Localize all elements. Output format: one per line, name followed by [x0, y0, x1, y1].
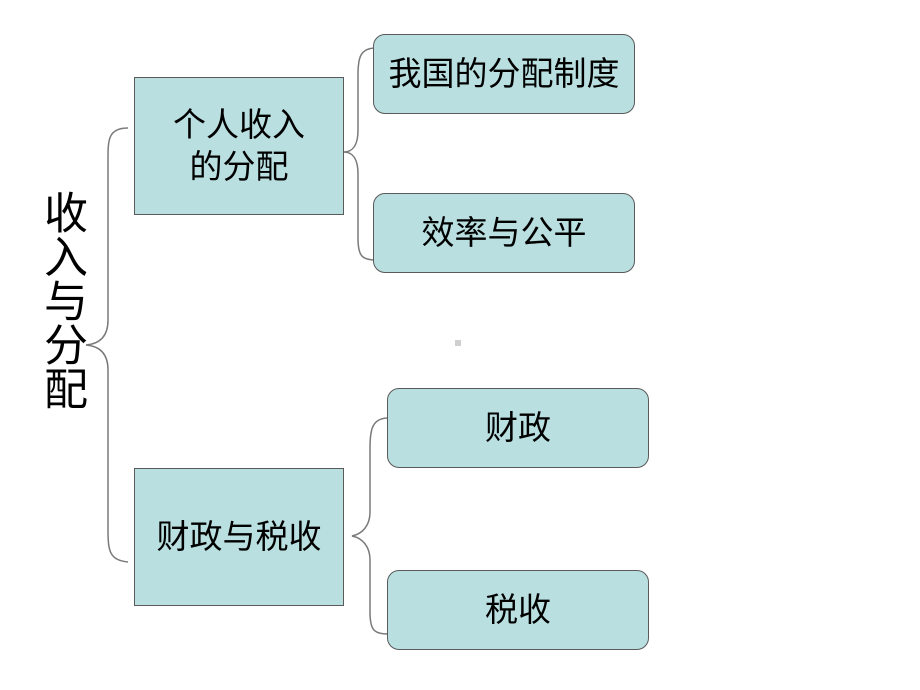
child-label: 我国的分配制度 [388, 54, 620, 93]
child-label: 效率与公平 [421, 213, 587, 252]
branch1-label-line1: 个人收入 [173, 105, 305, 144]
root-title: 收入与分配 [36, 190, 87, 410]
branch2-box: 财政与税收 [134, 468, 344, 606]
center-dot-decoration [455, 340, 461, 346]
branch2-label: 财政与税收 [156, 517, 322, 556]
branch1-box: 个人收入 的分配 [134, 77, 344, 215]
root-brace [85, 127, 129, 563]
branch2-brace [351, 417, 389, 635]
child-box-finance: 财政 [387, 388, 649, 468]
child-box-distribution-system: 我国的分配制度 [373, 34, 635, 114]
child-box-efficiency-fairness: 效率与公平 [373, 193, 635, 273]
branch1-brace [343, 47, 377, 261]
child-label: 财政 [485, 408, 551, 447]
branch1-label-line2: 的分配 [189, 147, 289, 186]
child-label: 税收 [485, 590, 551, 629]
child-box-taxation: 税收 [387, 570, 649, 650]
